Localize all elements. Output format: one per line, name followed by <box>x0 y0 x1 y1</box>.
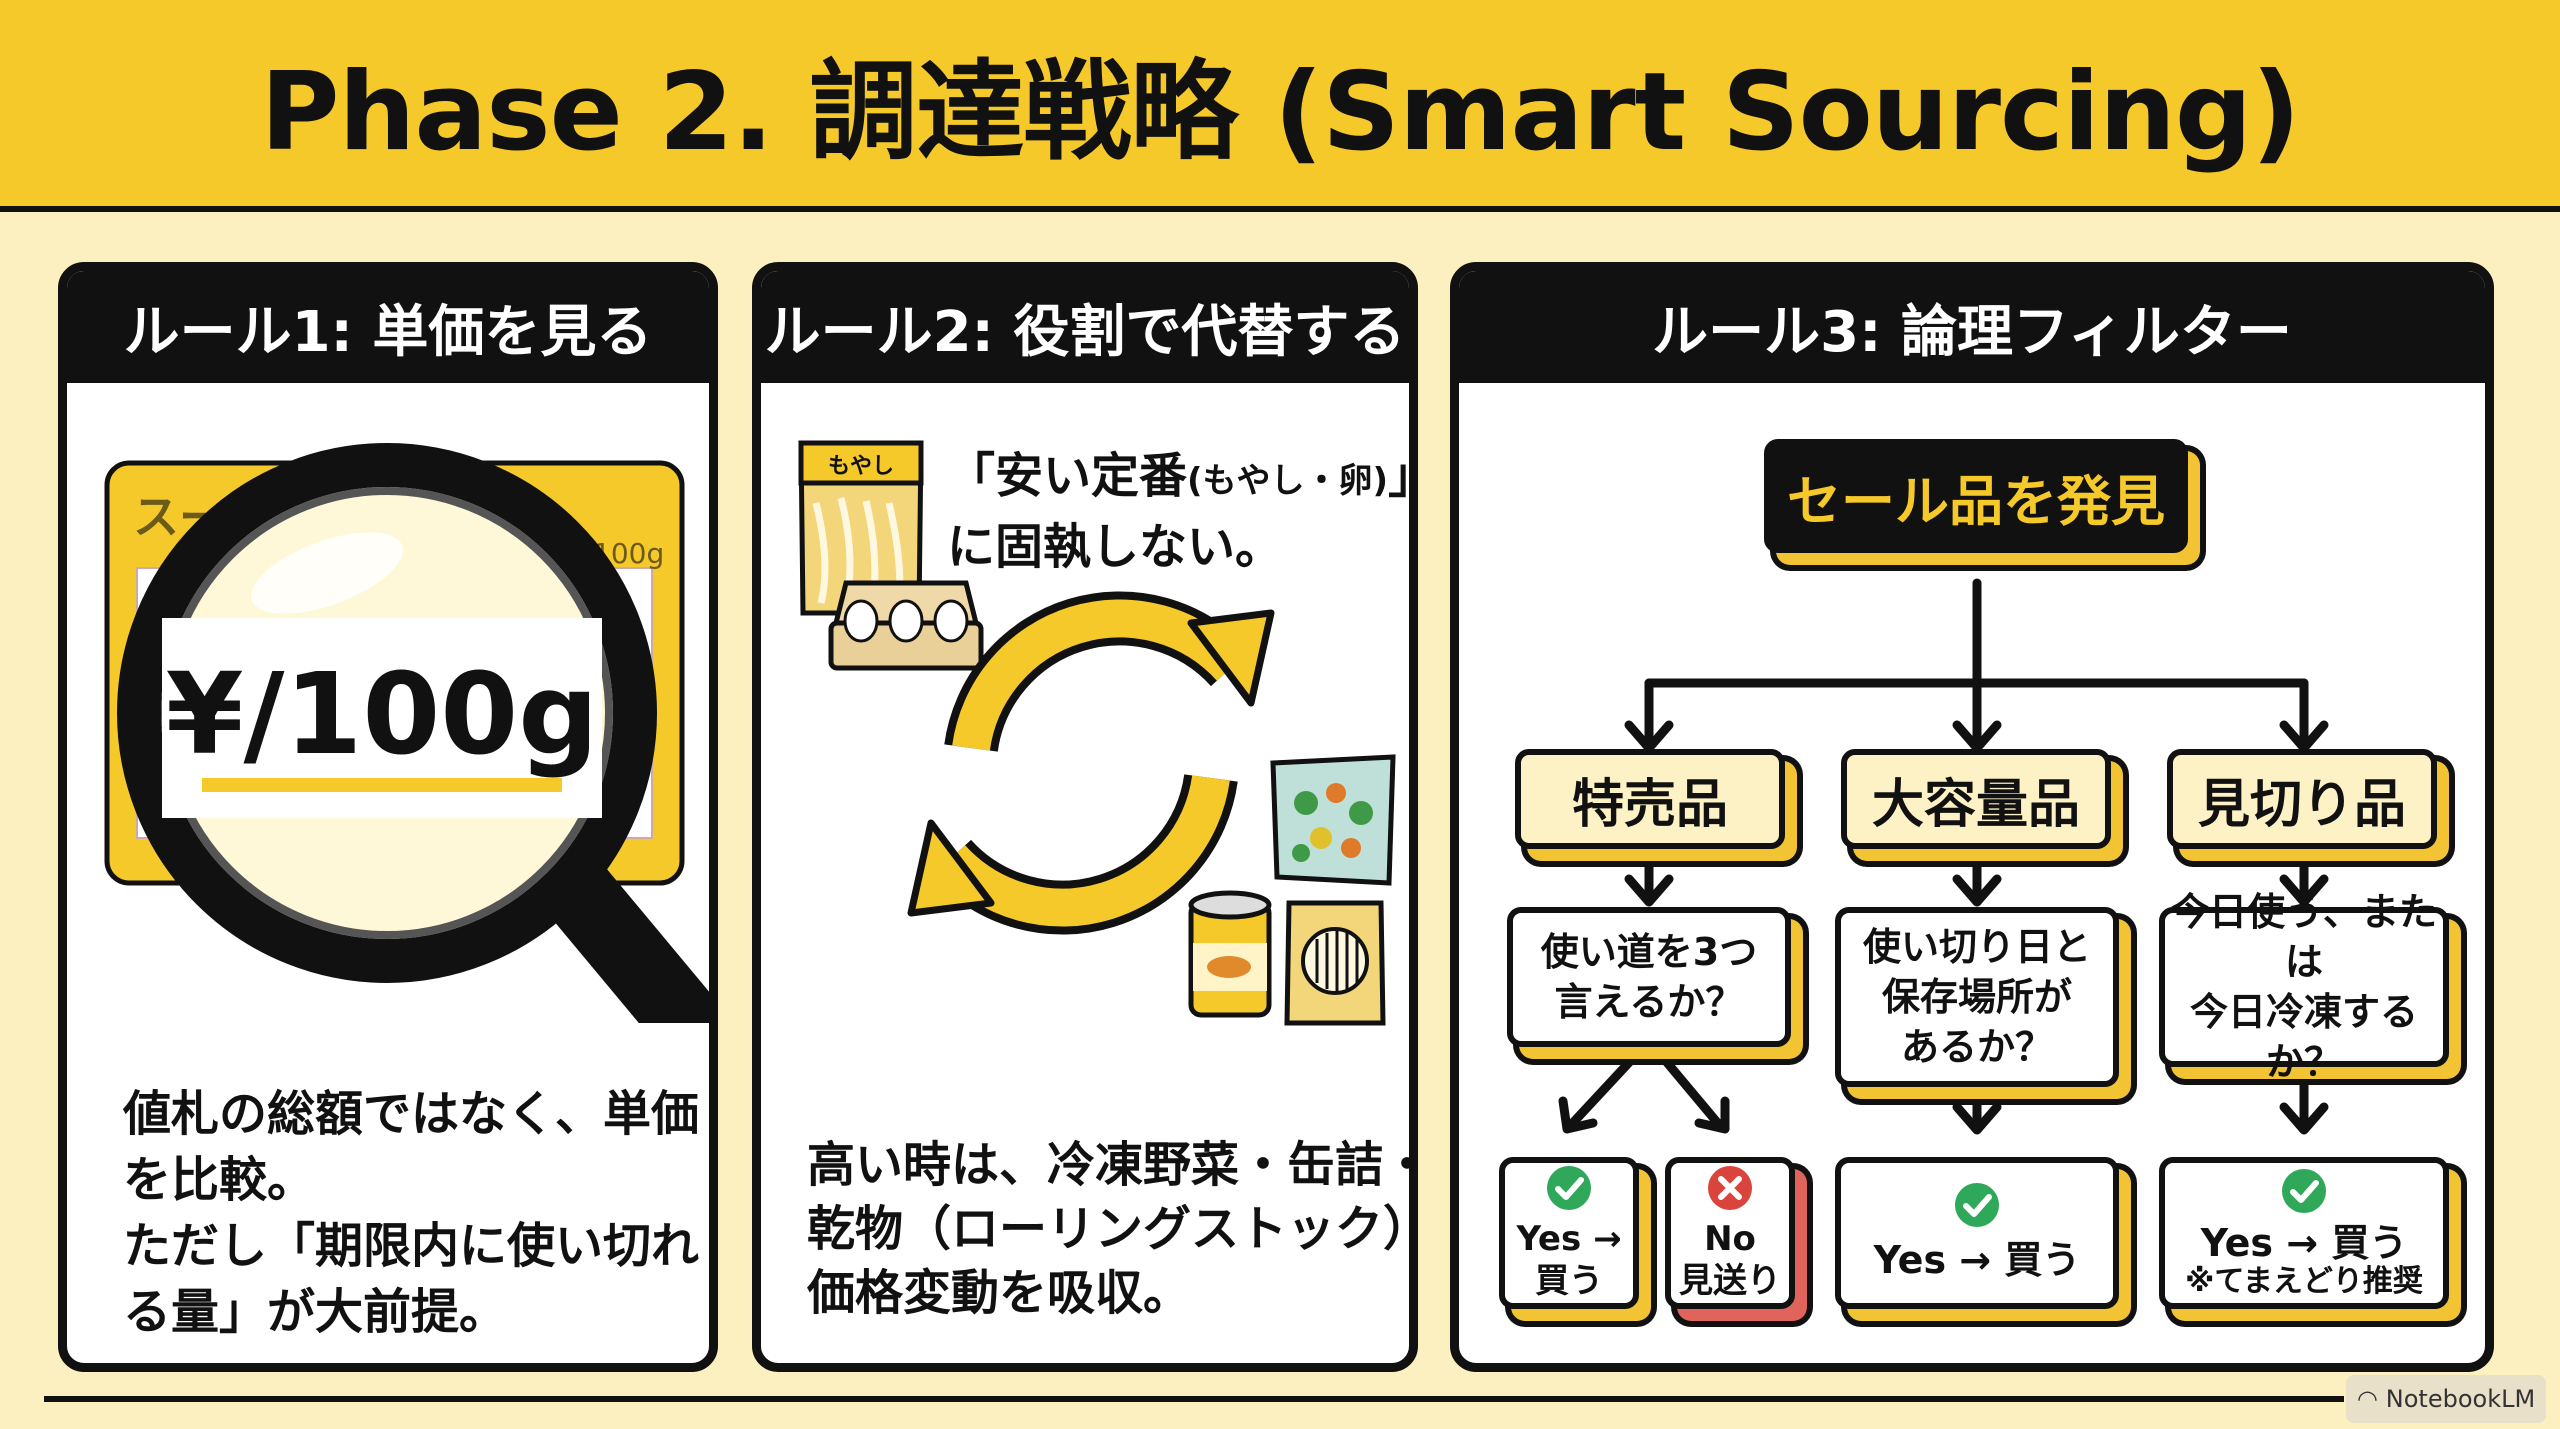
flow-category-markdown: 見切り品 <box>2167 749 2437 849</box>
panel-rule2: ルール2: 役割で代替する 「安い定番(もやし・卵)」 に固執しない。 もやし <box>752 262 1418 1372</box>
flow-category-sale: 特売品 <box>1515 749 1785 849</box>
rule2-body-text: 高い時は、冷凍野菜・缶詰・ 乾物（ローリングストック）で 価格変動を吸収。 <box>807 1137 1418 1321</box>
panel-rule3-heading: ルール3: 論理フィルター <box>1459 271 2485 383</box>
flow-question-bulk: 使い切り日と 保存場所が あるか？ <box>1835 907 2119 1087</box>
cross-icon <box>1708 1166 1752 1210</box>
notebooklm-logo-icon: ◠ <box>2356 1385 2378 1413</box>
check-icon <box>1547 1166 1591 1210</box>
flow-category-bulk: 大容量品 <box>1841 749 2111 849</box>
page-title: Phase 2. 調達戦略 (Smart Sourcing) <box>260 50 2300 175</box>
panel-rule3: ルール3: 論理フィルター セール品を発見 特売品 大容量品 見切り品 使い道を… <box>1450 262 2494 1372</box>
canned-food-icon <box>1188 890 1272 1018</box>
egg-carton-icon <box>828 580 984 671</box>
tip-note: ※てまえどり推奨 <box>2185 1264 2423 1299</box>
check-icon <box>1955 1183 1999 1227</box>
panel-rule1: ルール1: 単価を見る スー 100g ¥/100g 値札の総額ではなく、単価 … <box>58 262 718 1372</box>
rule2-quote: 「安い定番(もやし・卵)」 に固執しない。 <box>947 448 1409 575</box>
rule1-body-text: 値札の総額ではなく、単価 を比較。 ただし「期限内に使い切れ る量」が大前提。 <box>123 1086 700 1340</box>
cycle-arrows-icon <box>907 591 1275 935</box>
substitution-illustration: もやし <box>798 440 1396 1026</box>
flow-outcome-yes-sale: Yes → 買う <box>1499 1157 1639 1309</box>
panel-rule1-heading: ルール1: 単価を見る <box>67 271 709 383</box>
flowchart-connectors <box>1558 578 2329 1135</box>
magnifier-illustration: スー 100g ¥/100g <box>104 443 709 1023</box>
bottom-divider <box>44 1396 2344 1402</box>
panel-rule2-heading: ルール2: 役割で代替する <box>761 271 1409 383</box>
flow-outcome-yes-markdown: Yes → 買う ※てまえどり推奨 <box>2159 1157 2449 1309</box>
notebooklm-credit: ◠ NotebookLM <box>2346 1375 2546 1423</box>
dried-goods-icon <box>1284 900 1386 1026</box>
svg-text:もやし: もやし <box>828 454 894 479</box>
flow-root-node: セール品を発見 <box>1764 439 2188 553</box>
flow-question-sale: 使い道を3つ 言えるか？ <box>1507 907 1791 1047</box>
frozen-vegetables-icon <box>1270 754 1396 886</box>
check-icon <box>2281 1169 2326 1213</box>
flow-outcome-no-sale: No 見送り <box>1665 1157 1795 1309</box>
lens-unit-price-text: ¥/100g <box>166 650 599 780</box>
header-banner: Phase 2. 調達戦略 (Smart Sourcing) <box>0 0 2560 212</box>
flow-question-markdown: 今日使う、または 今日冷凍するか？ <box>2159 890 2449 1084</box>
flow-outcome-yes-bulk: Yes → 買う <box>1835 1157 2119 1309</box>
